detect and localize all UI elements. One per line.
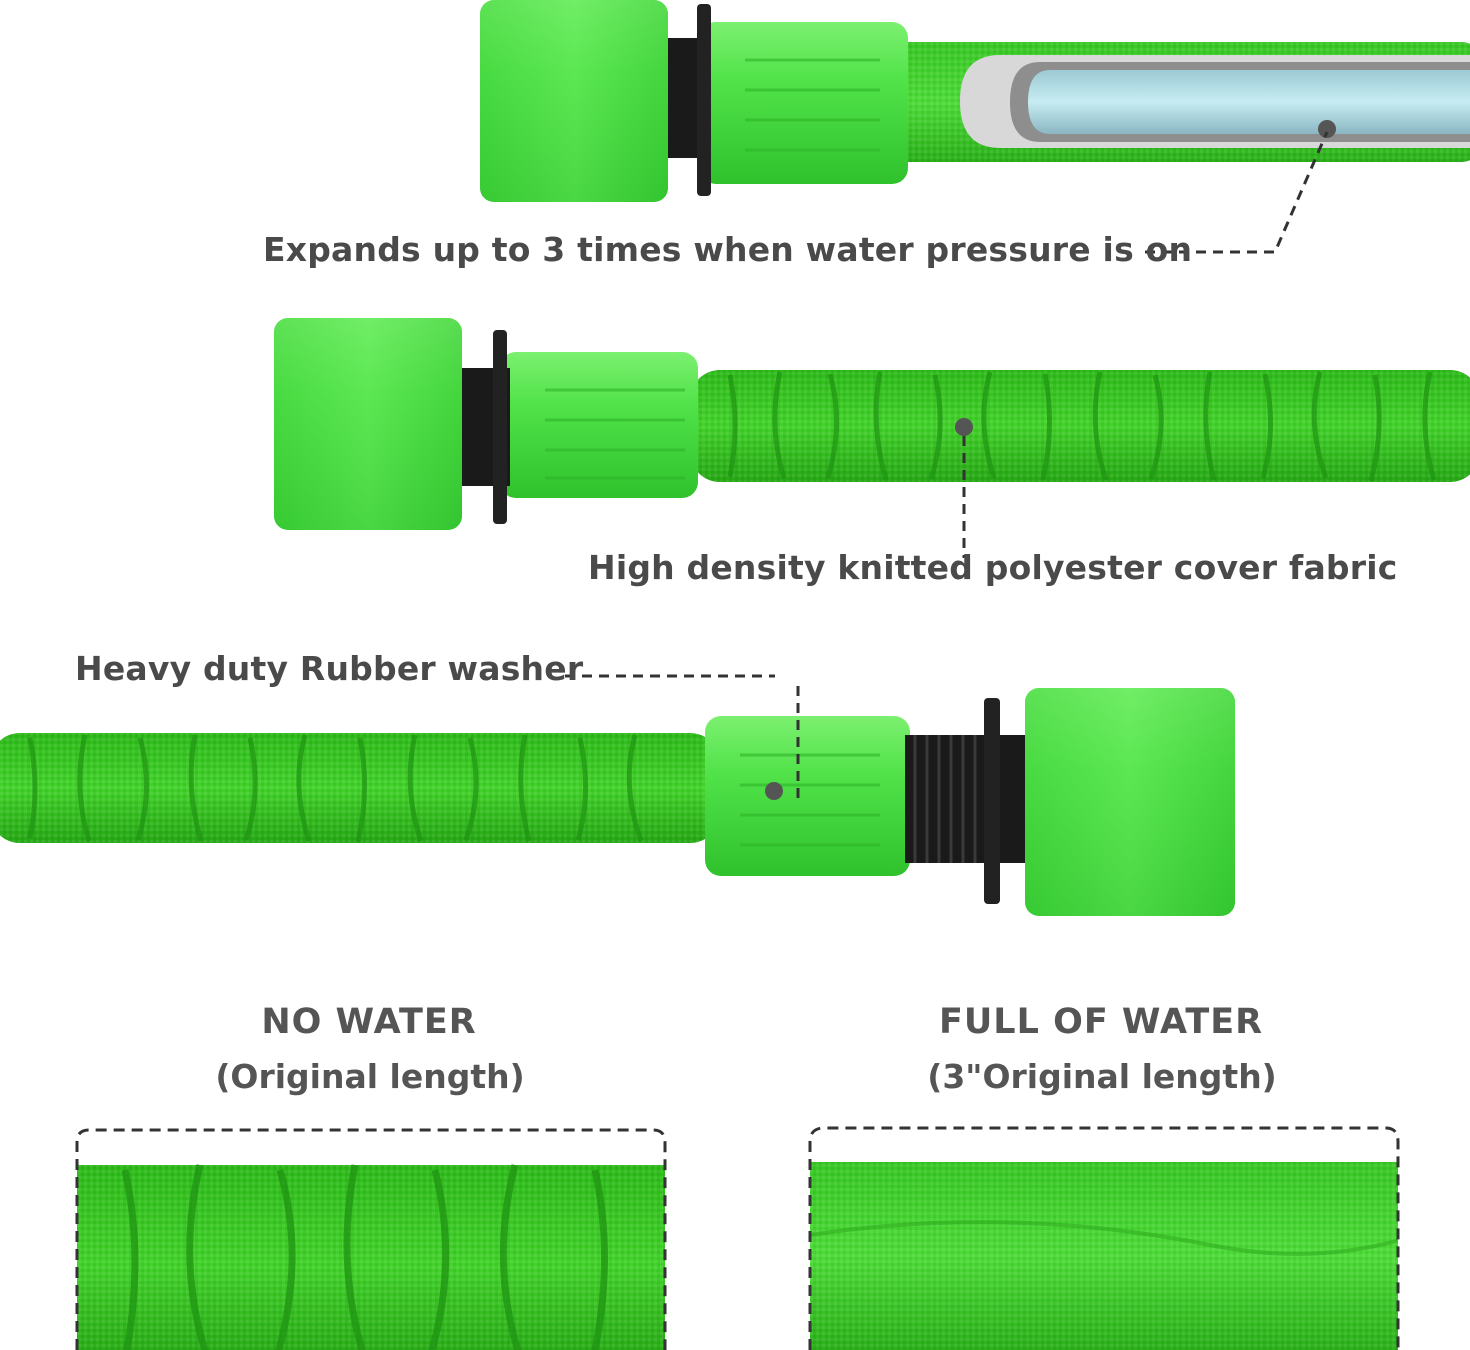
callout-leaders bbox=[565, 131, 1329, 800]
connector-top bbox=[480, 0, 908, 202]
hose-contracted-middle bbox=[690, 370, 1470, 482]
callout-fabric-text: High density knitted polyester cover fab… bbox=[588, 548, 1398, 587]
full-water-title: FULL OF WATER bbox=[938, 1002, 1264, 1042]
hose-expanded bbox=[890, 42, 1470, 162]
no-water-subtitle: (Original length) bbox=[215, 1057, 525, 1096]
connector-middle bbox=[274, 318, 698, 530]
full-water-sample bbox=[808, 1126, 1400, 1350]
callout-expand-text: Expands up to 3 times when water pressur… bbox=[263, 230, 1193, 269]
callout-washer-text: Heavy duty Rubber washer bbox=[75, 649, 584, 688]
callout-dot-washer bbox=[765, 782, 783, 800]
callout-dot-expand bbox=[1318, 120, 1336, 138]
callout-dot-fabric bbox=[955, 418, 973, 436]
full-water-subtitle: (3"Original length) bbox=[927, 1057, 1277, 1096]
hose-contracted-lower bbox=[0, 733, 720, 843]
no-water-sample bbox=[75, 1128, 667, 1350]
connector-lower bbox=[705, 688, 1235, 916]
no-water-title: NO WATER bbox=[261, 1002, 477, 1042]
